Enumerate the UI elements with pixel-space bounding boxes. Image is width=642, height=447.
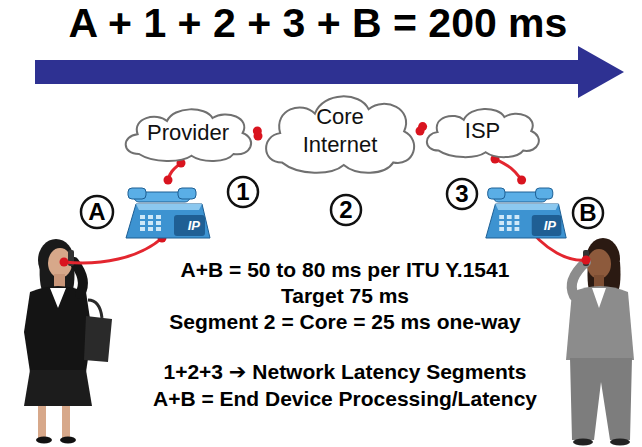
node-label: ISP [465,117,500,145]
handset-cord [64,238,162,263]
notes-block: A+B = 50 to 80 ms per ITU Y.1541Target 7… [100,258,590,411]
ip-phone: IP [122,180,214,240]
callout-circle: A [79,194,115,230]
network-cloud: Provider [118,103,258,163]
note-text: Target 75 ms [100,284,590,308]
callout-circle: 1 [226,175,260,209]
node-label: IP [544,218,556,233]
junction-dot [517,176,526,185]
timeline-arrow [35,46,624,98]
callout-circle: B [571,196,605,230]
caller-figure [24,239,112,444]
junction-dot [253,126,262,135]
junction-dot [416,127,425,136]
callee-figure [566,238,634,446]
network-cloud-outline [257,87,422,176]
note-text: Segment 2 = Core = 25 ms one-way [100,310,590,334]
callout-circle: 2 [329,193,363,227]
note-text: 1+2+3 ➔ Network Latency Segments [100,360,590,384]
note-text: A+B = 50 to 80 ms per ITU Y.1541 [100,258,590,282]
ip-phone-outline [122,180,214,240]
node-label: 2 [339,198,352,222]
node-label: 3 [455,182,468,206]
junction-dot [582,256,591,265]
junction-dot [60,258,69,267]
note-text: A+B = End Device Processing/Latency [100,387,590,411]
ip-phone-outline [482,180,570,240]
callout-circle: 3 [445,177,479,211]
node-label: IP [188,218,200,233]
ip-phone: IP [482,180,570,240]
node-label: Provider [147,119,229,147]
junction-dot [164,176,173,185]
network-cloud: Core Internet [257,87,422,176]
node-label: A [88,200,105,224]
node-label: Core Internet [290,103,390,158]
node-label: 1 [236,180,249,204]
diagram-title: A + 1 + 2 + 3 + B = 200 ms [0,0,636,47]
network-cloud: ISP [420,103,545,159]
network-link [495,159,522,180]
node-label: B [579,201,596,225]
